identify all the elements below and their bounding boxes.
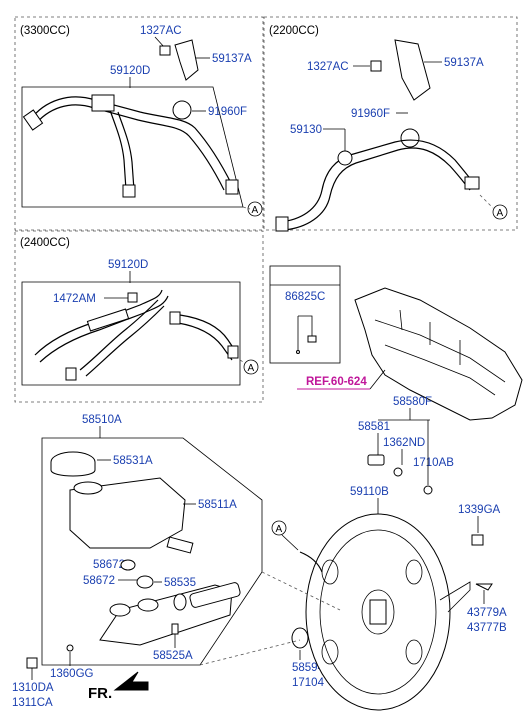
hose-joint-3300 — [91, 94, 115, 112]
label-59110B: 59110B — [350, 486, 389, 498]
valve-91960F-a — [172, 100, 192, 120]
ref-circle-a-4 — [271, 520, 287, 536]
label-1327AC-b: 1327AC — [307, 61, 349, 73]
label-1327AC-a: 1327AC — [140, 25, 182, 37]
label-58672-a: 58672 — [93, 559, 125, 571]
section-3300cc-title: (3300CC) — [20, 25, 70, 37]
label-58511A: 58511A — [198, 499, 237, 511]
label-58581: 58581 — [358, 421, 390, 433]
label-43779A: 43779A — [467, 607, 507, 619]
label-58525A: 58525A — [153, 650, 193, 662]
label-43777B: 43777B — [467, 622, 507, 634]
pin-58581 — [367, 454, 385, 466]
body-panel-ref — [354, 287, 523, 421]
section-2200cc-title: (2200CC) — [269, 25, 319, 37]
hose-3300-main — [29, 96, 233, 186]
seal-58672-b — [136, 575, 154, 589]
nut-1327AC-a — [159, 45, 171, 56]
label-1311CA: 1311CA — [12, 697, 53, 709]
front-direction-label: FR. — [88, 685, 112, 702]
label-1710AB: 1710AB — [413, 457, 454, 469]
nut-1339GA — [471, 534, 484, 546]
label-58594: 58594 — [292, 662, 325, 674]
section-3300cc-box — [14, 16, 264, 231]
nut-1327AC-b — [370, 60, 382, 72]
hose-2200-main — [279, 139, 476, 223]
front-arrow-icon — [113, 671, 149, 691]
label-1310DA: 1310DA — [12, 682, 54, 694]
svg-text:A: A — [276, 524, 283, 535]
sensor-box — [269, 265, 341, 364]
label-59137A-b: 59137A — [444, 57, 484, 69]
label-59120D-b: 59120D — [108, 259, 148, 271]
section-2200cc-box — [263, 16, 518, 231]
label-1360GG: 1360GG — [50, 668, 94, 680]
svg-text:A: A — [497, 208, 504, 219]
label-59137A-a: 59137A — [212, 53, 252, 65]
label-59130: 59130 — [290, 124, 322, 136]
label-91960F-a: 91960F — [208, 106, 247, 118]
hose-clip-group-2400 — [86, 308, 130, 332]
ref-circle-a-2 — [492, 204, 508, 220]
ref-label[interactable]: REF.60-624 — [306, 376, 367, 388]
svg-text:A: A — [248, 363, 255, 374]
reservoir-58511A — [69, 477, 186, 549]
piston-assembly — [189, 582, 241, 608]
section-2400cc-title: (2400CC) — [20, 237, 70, 249]
bracket-59137A-a — [174, 39, 199, 81]
section-2400cc-box — [14, 230, 264, 403]
clip-86825C — [298, 315, 313, 338]
valve-91960F-b — [400, 128, 420, 148]
label-58672-b: 58672 — [83, 575, 115, 587]
ref-circle-a-1 — [247, 201, 263, 217]
2400cc-group-outline — [21, 281, 241, 386]
label-1472AM: 1472AM — [53, 293, 96, 305]
label-91960F-b: 91960F — [351, 108, 390, 120]
label-86825C: 86825C — [285, 291, 325, 303]
label-17104: 17104 — [292, 677, 325, 689]
label-1362ND: 1362ND — [383, 437, 425, 449]
label-58510A: 58510A — [82, 414, 122, 426]
svg-text:A: A — [252, 205, 259, 216]
label-58580F: 58580F — [393, 396, 432, 408]
bracket-59137A-b — [394, 39, 431, 101]
label-1339GA: 1339GA — [458, 504, 501, 516]
label-59120D-a: 59120D — [110, 65, 150, 77]
seal-58672-a — [120, 559, 136, 571]
ref-circle-a-3 — [243, 359, 259, 375]
gasket-58594 — [291, 627, 309, 649]
label-58531A: 58531A — [113, 455, 153, 467]
label-58535: 58535 — [164, 577, 196, 589]
